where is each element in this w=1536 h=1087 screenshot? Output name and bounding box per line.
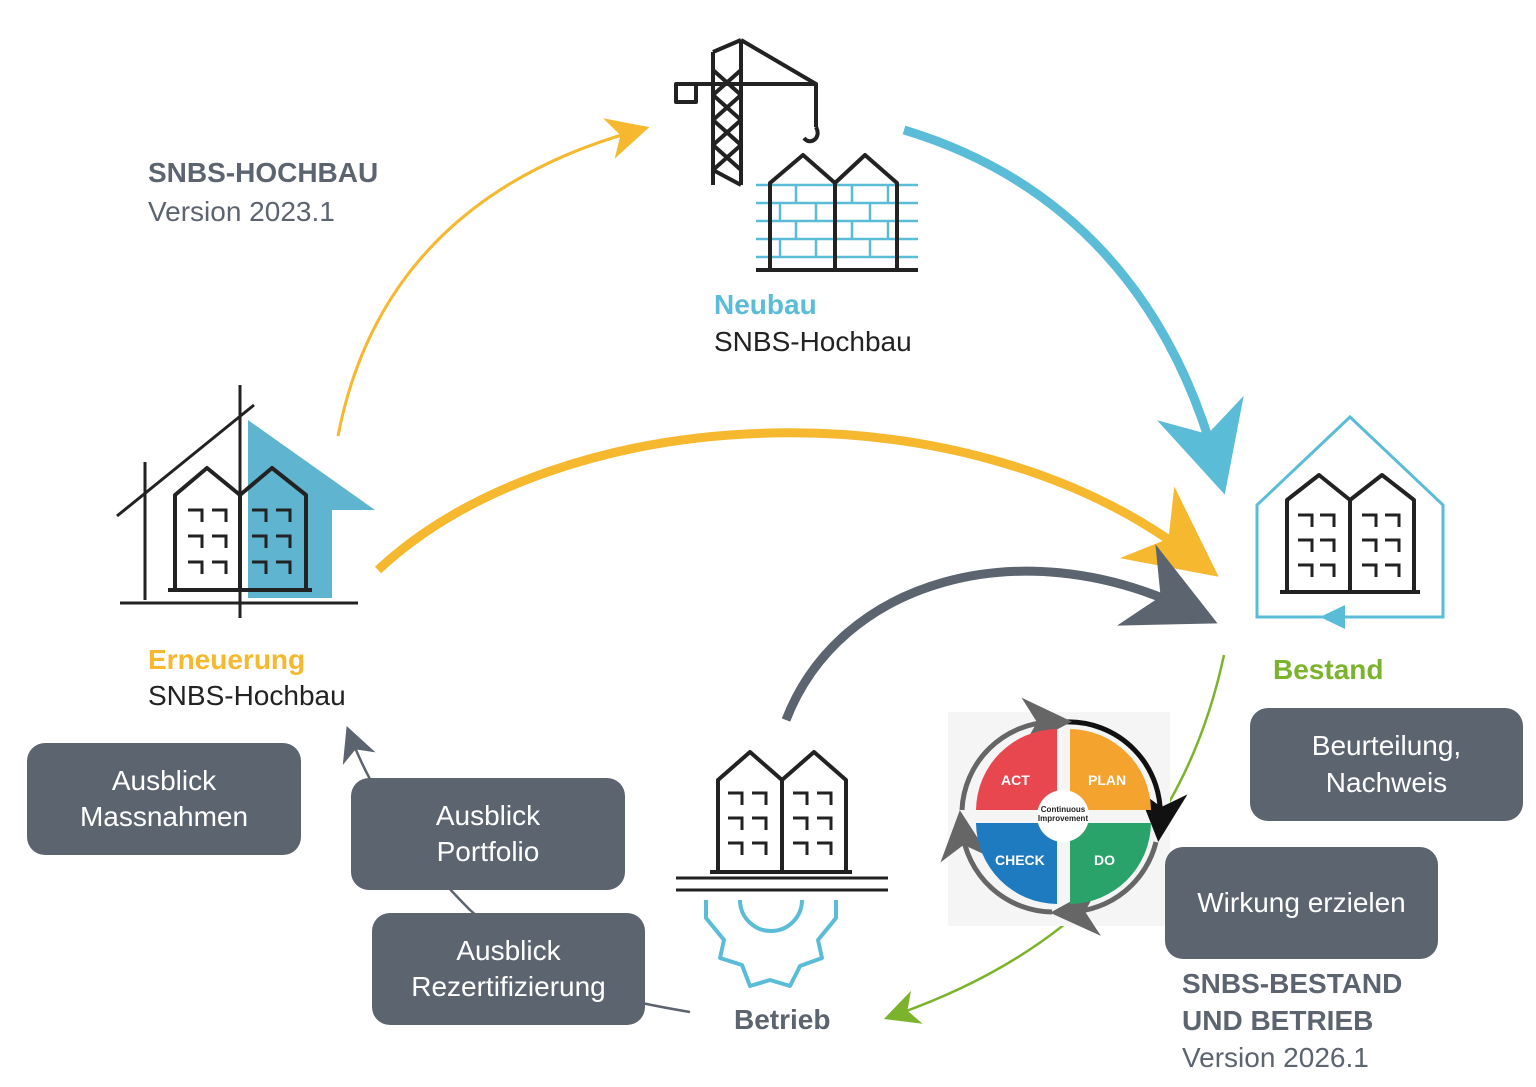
neubau-building-icon [756,153,918,272]
arrow-neubau-to-bestand [902,125,1244,495]
box-line: Wirkung erzielen [1197,886,1406,918]
box-line: Ausblick [456,934,561,966]
arrow-erneuerung-to-neubau [336,118,650,437]
erneuerung-building-icon [116,385,375,618]
bestand-label: Bestand [1273,654,1384,685]
pdca-center-line1: Continuous [1040,805,1086,814]
box-line: Beurteilung, [1311,730,1462,762]
pdca-do-label: DO [1094,852,1115,868]
erneuerung-sublabel: SNBS-Hochbau [148,680,346,711]
hochbau-version: Version 2023.1 [148,196,335,227]
pdca-cycle-icon [940,697,1188,936]
pdca-center-label: Continuous Improvement [1033,805,1093,824]
bestand-building-icon [1255,414,1445,629]
hochbau-title: SNBS-HOCHBAU [148,157,379,188]
pdca-plan-segment [1070,729,1151,810]
arrow-erneuerung-to-bestand [374,428,1219,577]
pdca-center-line2: Improvement [1037,813,1089,823]
erneuerung-label: Erneuerung [148,644,306,675]
box-line: Ausblick [435,799,541,831]
neubau-sublabel: SNBS-Hochbau [714,326,912,357]
bestand-version: Version 2026.1 [1182,1042,1369,1073]
beurteilung-nachweis-box: Beurteilung, Nachweis [1250,708,1523,821]
betrieb-building-gear-icon [676,750,888,988]
pdca-act-label: ACT [1001,772,1030,788]
pdca-plan-label: PLAN [1088,772,1127,788]
pdca-check-segment [976,823,1057,904]
box-line: Rezertifizierung [411,971,606,1002]
neubau-label: Neubau [714,289,817,320]
box-line: Ausblick [111,764,217,796]
arrow-betrieb-to-bestand [781,544,1218,722]
pdca-check-label: CHECK [995,852,1045,868]
box-line: Nachweis [1325,766,1448,798]
pdca-do-segment [1070,823,1151,904]
crane-building-icon [674,38,820,187]
bestand-title-line1: SNBS-BESTAND [1182,968,1403,999]
bestand-title-line2: UND BETRIEB [1182,1005,1374,1036]
box-line: Portfolio [436,836,540,867]
pdca-act-segment [976,729,1057,810]
wirkung-erzielen-box: Wirkung erzielen [1165,847,1438,959]
box-line: Massnahmen [79,801,249,832]
betrieb-label: Betrieb [734,1004,831,1035]
